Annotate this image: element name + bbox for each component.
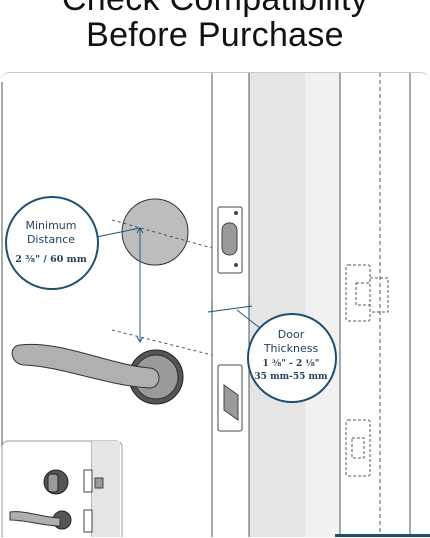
door-thickness-label-line2: Thickness <box>263 342 319 355</box>
door-thickness-callout <box>247 313 337 403</box>
minimum-distance-label: Minimum Distance <box>10 219 92 247</box>
minimum-distance-label-line2: Distance <box>26 233 76 246</box>
door-thickness-value-inches: 1 ³⁄₈" - 2 ¹⁄₈" <box>262 359 320 369</box>
page-title-line-2: Before Purchase <box>86 16 344 54</box>
hidden-latch-outline <box>345 264 389 477</box>
minimum-distance-value: 2 ³⁄₈" / 60 mm <box>15 254 87 265</box>
page-title-line-1: Check Compatibility <box>0 0 430 19</box>
accent-bar <box>335 534 430 537</box>
door-thickness-label: Door Thickness <box>250 328 332 356</box>
strike-plate-lower-icon <box>217 364 243 432</box>
minimum-distance-label-line1: Minimum <box>25 219 77 232</box>
lever-handle-icon <box>11 343 184 405</box>
door-thickness-label-line1: Door <box>277 328 305 341</box>
inset-thumbnail <box>1 440 123 537</box>
minimum-distance-callout <box>5 196 99 290</box>
door-panel-edge <box>305 73 340 537</box>
installation-diagram <box>0 72 430 538</box>
strike-plate-icon <box>217 206 243 274</box>
door-thickness-value-mm: 35 mm-55 mm <box>254 372 328 382</box>
